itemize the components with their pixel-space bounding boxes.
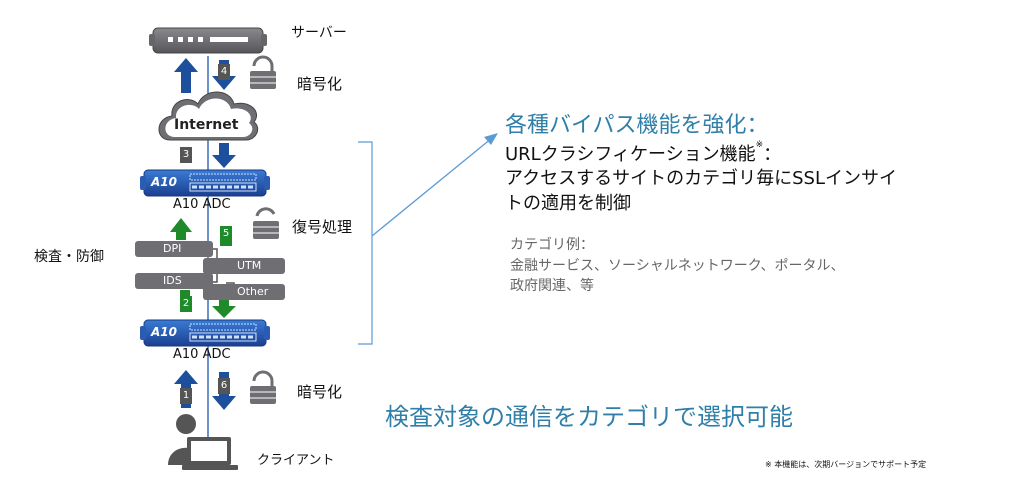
client-laptop-icon: [182, 437, 238, 470]
adc-bottom-label: A10 ADC: [173, 347, 231, 362]
dpi-label: DPI: [163, 242, 182, 255]
step-5-badge: 5: [220, 226, 232, 242]
arrow-up-blue-top: [174, 58, 198, 93]
ids-label: IDS: [163, 274, 182, 287]
lock-icon-top: [250, 55, 276, 89]
other-device: Other: [203, 284, 285, 300]
pointer-arrow: [371, 133, 498, 237]
adc-bottom-appliance: [140, 319, 270, 347]
decrypt-label: 復号処理: [292, 218, 353, 236]
example-line-1: 金融サービス、ソーシャルネットワーク、ポータル、: [510, 258, 845, 274]
utm-device: UTM: [203, 258, 285, 274]
server-label: サーバー: [291, 25, 347, 41]
example-line-2: 政府関連、等: [510, 278, 594, 294]
adc-top-logo: A10: [151, 175, 177, 189]
description-line-1: アクセスするサイトのカテゴリ毎にSSLインサイ: [505, 168, 897, 189]
step-3-badge: 3: [180, 147, 192, 163]
encrypt-top-label: 暗号化: [297, 75, 343, 93]
inspection-label: 検査・防御: [34, 249, 104, 265]
example-title: カテゴリ例：: [510, 237, 594, 253]
step-4-badge: 4: [218, 64, 230, 80]
lock-icon-bottom: [250, 370, 276, 404]
internet-cloud-icon: [158, 91, 259, 141]
headline: 各種バイパス機能を強化：: [505, 113, 769, 138]
step-6-badge: 6: [218, 378, 230, 394]
ids-device: IDS: [135, 273, 213, 289]
other-label: Other: [237, 285, 269, 298]
scope-bracket: [358, 141, 373, 345]
dpi-device: DPI: [135, 241, 213, 257]
url-mark: ※: [755, 140, 764, 150]
step-2-badge: 2: [180, 296, 192, 312]
utm-label: UTM: [237, 259, 262, 272]
client-label: クライアント: [257, 453, 335, 468]
bottom-heading: 検査対象の通信をカテゴリで選択可能: [385, 403, 793, 431]
adc-top-appliance: [140, 169, 270, 197]
url-colon: ：: [763, 144, 782, 165]
adc-top-label: A10 ADC: [173, 197, 231, 212]
arrow-up-green: [170, 218, 192, 240]
description-line-2: トの適用を制御: [505, 193, 631, 214]
adc-bottom-logo: A10: [151, 325, 177, 339]
footnote: ※ 本機能は、次期バージョンでサポート予定: [765, 460, 927, 469]
url-classification-line: URLクラシフィケーション機能※：: [505, 140, 781, 166]
encrypt-bottom-label: 暗号化: [297, 383, 343, 401]
internet-label: Internet: [174, 117, 239, 133]
url-text: URLクラシフィケーション機能: [505, 144, 756, 165]
step-1-badge: 1: [180, 388, 192, 404]
lock-icon-decrypt: [253, 207, 279, 239]
arrow-down-blue-mid: [212, 143, 236, 168]
server-icon: [149, 27, 267, 54]
